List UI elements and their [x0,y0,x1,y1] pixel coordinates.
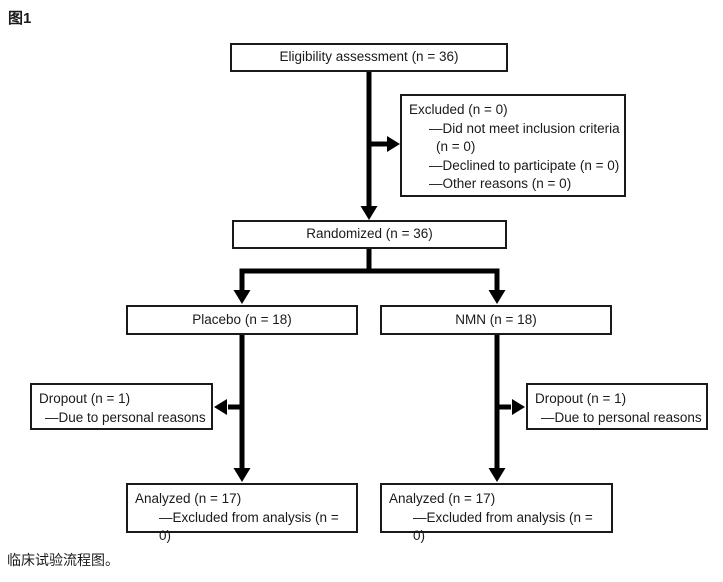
analyzed-right-title: Analyzed (n = 17) [389,491,496,506]
eligibility-label: Eligibility assessment (n = 36) [279,49,459,65]
arrowhead-to-randomized [360,206,378,220]
arrowhead-to-nmn [488,290,506,304]
nmn-box: NMN (n = 18) [380,305,612,335]
nmn-label: NMN (n = 18) [455,311,537,327]
analyzed-left-box: Analyzed (n = 17) —Excluded from analysi… [126,483,358,543]
analyzed-left-detail: —Excluded from analysis (n = 0) [159,509,339,544]
arrowhead-to-excluded [387,136,400,152]
excluded-box: Excluded (n = 0) —Did not meet inclusion… [400,94,626,197]
arrowhead-to-dropout-right [512,399,525,415]
figure-caption: 临床试验流程图。 [7,552,119,568]
excluded-reason-inclusion-n: (n = 0) [436,139,476,154]
randomized-label: Randomized (n = 36) [306,226,433,242]
dropout-right-title: Dropout (n = 1) [535,391,627,406]
dropout-right-box: Dropout (n = 1) —Due to personal reasons [526,383,708,430]
arrowhead-to-analyzed-left [233,468,251,482]
randomized-box: Randomized (n = 36) [232,220,507,249]
analyzed-right-detail: —Excluded from analysis (n = 0) [413,509,593,544]
excluded-reason-inclusion: —Did not meet inclusion criteria [429,120,620,136]
arrowhead-to-dropout-left [214,399,227,415]
placebo-box: Placebo (n = 18) [126,305,358,335]
excluded-reason-declined: —Declined to participate (n = 0) [429,157,620,173]
analyzed-right-box: Analyzed (n = 17) —Excluded from analysi… [380,483,613,543]
dropout-right-reason: —Due to personal reasons [541,409,702,425]
dropout-left-title: Dropout (n = 1) [39,391,131,406]
analyzed-left-title: Analyzed (n = 17) [135,491,242,506]
dropout-left-reason: —Due to personal reasons [45,409,206,425]
placebo-label: Placebo (n = 18) [192,311,292,327]
eligibility-box: Eligibility assessment (n = 36) [230,43,508,72]
excluded-reason-other: —Other reasons (n = 0) [429,176,572,191]
figure-label: 图1 [8,10,32,27]
arrowhead-to-placebo [233,290,251,304]
arrowhead-to-analyzed-right [488,468,506,482]
dropout-left-box: Dropout (n = 1) —Due to personal reasons [30,383,213,430]
excluded-title: Excluded (n = 0) [409,102,508,117]
